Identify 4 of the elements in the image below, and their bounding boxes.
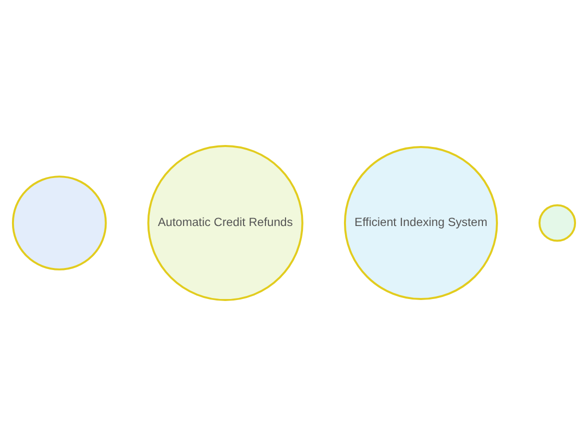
node-circle: Automatic Credit Refunds <box>147 144 304 302</box>
node-circle <box>538 204 576 242</box>
node-circle <box>12 176 107 270</box>
node-circle: Efficient Indexing System <box>344 146 498 300</box>
